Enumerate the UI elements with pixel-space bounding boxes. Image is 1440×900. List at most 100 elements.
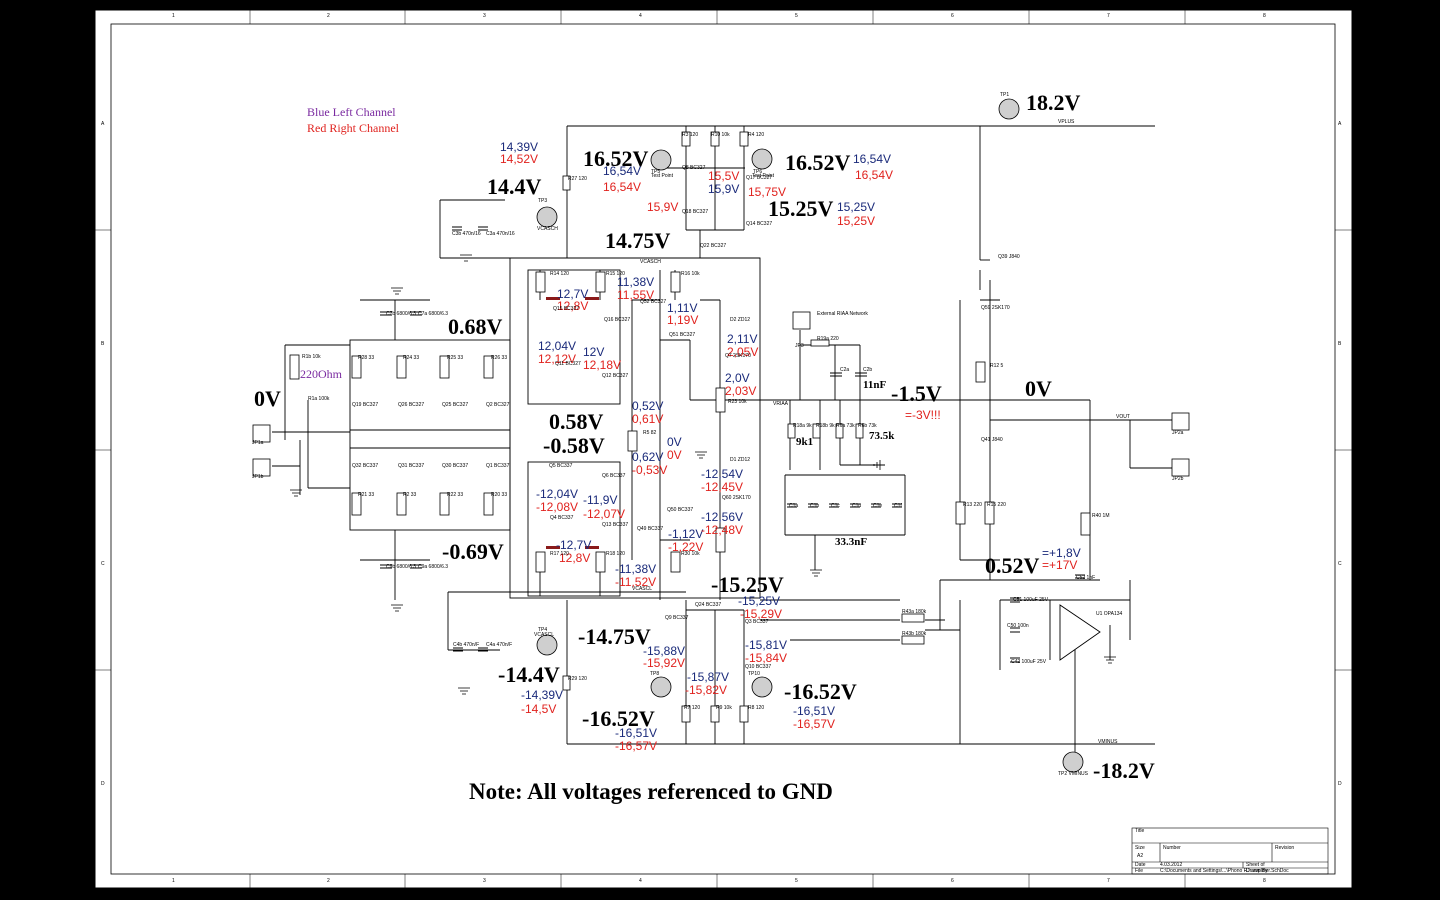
- component-ref: R4 120: [748, 132, 765, 138]
- col-label: 3: [483, 13, 486, 19]
- component-ref: Q32 BC337: [352, 463, 379, 469]
- capacitors: [380, 226, 1085, 663]
- component-ref: C1c: [831, 503, 840, 509]
- component-ref: Q31 BC337: [398, 463, 425, 469]
- title-block-size: A2: [1137, 853, 1144, 859]
- component-ref: Q8 BC327: [682, 165, 706, 171]
- blue-voltage: -15,88V: [643, 644, 686, 658]
- row-label: D: [1338, 781, 1342, 787]
- component-ref: Q52 BC327: [640, 299, 667, 305]
- note-text: Note: All voltages referenced to GND: [469, 779, 833, 804]
- component-ref: VCASCL: [632, 586, 653, 592]
- blue-voltage: -12,54V: [701, 467, 744, 481]
- red-voltage: -12,45V: [701, 480, 744, 494]
- voltage-q5: 0.58V: [549, 409, 604, 434]
- component-ref: C51 100uF 25V: [1013, 597, 1049, 603]
- red-voltage: 0,61V: [632, 412, 664, 426]
- component-ref: R3 120: [682, 132, 699, 138]
- component-ref: R2 33: [403, 492, 417, 498]
- red-voltage: 15,5V: [708, 169, 740, 183]
- blue-voltage: 11,38V: [617, 275, 655, 289]
- component-ref: Q4 BC337: [550, 515, 574, 521]
- col-label: 1: [172, 13, 175, 19]
- voltage-tp6: 16.52V: [785, 150, 851, 175]
- col-label: 4: [639, 878, 642, 884]
- component-ref: Q6 BC337: [602, 473, 626, 479]
- title-block-revision-label: Revision: [1275, 845, 1295, 851]
- blue-voltage: 0,52V: [632, 399, 664, 413]
- blue-voltage: =+1,8V: [1042, 546, 1081, 560]
- component-ref: Q10 BC337: [745, 664, 772, 670]
- col-label: 2: [327, 878, 330, 884]
- capacitor-value-label: 11nF: [863, 379, 887, 391]
- title-block-file-label: File: [1135, 868, 1144, 874]
- resistors: [289, 131, 1091, 723]
- component-ref: R1b 10k: [302, 354, 321, 360]
- component-ref: R43b 180k: [902, 631, 927, 637]
- component-ref: R12 5: [990, 363, 1004, 369]
- opamp-u1: [1059, 604, 1101, 661]
- col-label: 5: [795, 878, 798, 884]
- blue-voltage: -16,51V: [793, 704, 836, 718]
- component-ref: TP8: [650, 671, 660, 677]
- blue-voltage: 1,11V: [667, 301, 698, 315]
- component-ref: C9a 6800/6.3: [418, 564, 449, 570]
- blue-voltage: 16,54V: [603, 164, 642, 178]
- voltage-tp3: 14.4V: [487, 174, 542, 199]
- red-voltage: 16,54V: [603, 180, 642, 194]
- voltage-vcasch: 14.75V: [605, 228, 671, 253]
- component-ref: Q19 BC327: [352, 402, 379, 408]
- col-label: 7: [1107, 878, 1110, 884]
- component-ref: C2b: [863, 367, 873, 373]
- test-points: [536, 98, 1084, 773]
- component-ref: R18a 9k: [793, 423, 812, 429]
- component-ref: TP5: [651, 169, 661, 175]
- component-ref: Q2 BC327: [486, 402, 510, 408]
- blue-voltage: 2,11V: [727, 332, 758, 346]
- component-ref: C42 100uF 25V: [1011, 659, 1047, 665]
- col-label: 2: [327, 13, 330, 19]
- red-voltage: 12,8V: [559, 551, 591, 565]
- component-ref: R15 220: [987, 502, 1006, 508]
- component-ref: R19a 220: [817, 336, 839, 342]
- component-ref: Q18 BC327: [682, 209, 709, 215]
- component-ref: JP2a: [1172, 430, 1184, 436]
- component-ref: C2a: [840, 367, 850, 373]
- component-ref: JP2b: [1172, 476, 1184, 482]
- component-ref: R10 10k: [711, 132, 730, 138]
- red-voltage: -16,57V: [615, 739, 658, 753]
- component-ref: R7 120: [684, 705, 701, 711]
- component-ref: C3a 470n/16: [486, 231, 515, 237]
- voltage-opamp: 0.52V: [985, 553, 1040, 578]
- component-ref: Q60 2SK170: [722, 495, 751, 501]
- blue-voltage: 2,0V: [725, 371, 750, 385]
- voltage-q24: -15.25V: [711, 572, 784, 597]
- title-block-sheet-label: Sheet of: [1246, 862, 1265, 868]
- component-ref: VPLUS: [1058, 119, 1075, 125]
- blue-voltage: -15,25V: [738, 594, 781, 608]
- col-label: 6: [951, 878, 954, 884]
- title-block-size-label: Size: [1135, 845, 1145, 851]
- blue-voltage: 12,04V: [538, 339, 577, 353]
- component-ref: JP1b: [252, 474, 264, 480]
- row-label: D: [101, 781, 105, 787]
- component-ref: R43a 180k: [902, 609, 927, 615]
- component-ref: Test Point: [752, 173, 774, 179]
- component-ref: R40 1M: [1092, 513, 1110, 519]
- red-voltage: 16,54V: [855, 168, 894, 182]
- red-voltage: 14,52V: [500, 152, 539, 166]
- component-ref: C9b 6800/6.3: [386, 564, 417, 570]
- red-voltage: -15,29V: [740, 607, 783, 621]
- blue-voltage: -1,12V: [668, 527, 704, 541]
- blue-voltage: 15,9V: [708, 182, 740, 196]
- component-ref: R25 33: [447, 355, 464, 361]
- voltage-tp10: -16.52V: [784, 679, 857, 704]
- component-ref: D2 ZD12: [730, 317, 751, 323]
- col-label: 4: [639, 13, 642, 19]
- legend-red-channel: Red Right Channel: [307, 121, 399, 135]
- component-ref: Q1 BC337: [486, 463, 510, 469]
- red-voltage: =-3V!!!: [905, 408, 941, 422]
- component-ref: R27 120: [568, 176, 587, 182]
- component-ref: R13 220: [963, 502, 982, 508]
